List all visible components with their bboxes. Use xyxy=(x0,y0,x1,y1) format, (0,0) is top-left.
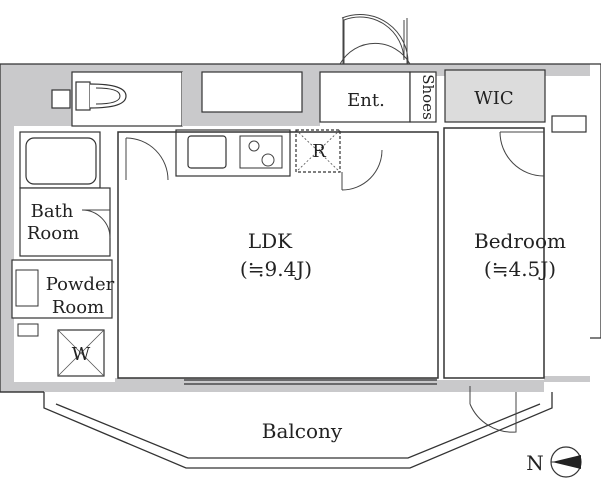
wic-label: WIC xyxy=(474,88,513,109)
powder-label-line2: Room xyxy=(52,297,104,318)
stove-icon xyxy=(239,135,283,169)
ent-label: Ent. xyxy=(347,90,385,111)
bedroom-area-label: (≒4.5J) xyxy=(484,257,556,281)
compass-north-label: N xyxy=(526,451,544,475)
ldk-area-label: (≒9.4J) xyxy=(240,257,312,281)
balcony-outline xyxy=(43,392,553,469)
ldk-label: LDK xyxy=(248,229,293,253)
refrigerator-box xyxy=(295,129,341,173)
toilet-icon xyxy=(75,81,127,111)
bedroom-label: Bedroom xyxy=(474,229,566,253)
wall-unit xyxy=(551,115,587,133)
compass-icon xyxy=(550,446,582,478)
shoes-label: Shoes xyxy=(419,74,437,120)
powder-label-line1: Powder xyxy=(46,274,115,295)
counter-box xyxy=(201,71,303,113)
washer-label: W xyxy=(72,344,91,365)
shoes-cabinet xyxy=(409,71,437,123)
bath-label-line1: Bath xyxy=(31,201,74,222)
refrigerator-label: R xyxy=(312,141,326,162)
kitchen-sink-icon xyxy=(187,135,227,169)
bath-label-line2: Room xyxy=(27,223,79,244)
sink-box xyxy=(51,89,71,109)
balcony-label: Balcony xyxy=(262,419,343,443)
bath-room-box xyxy=(19,187,111,257)
ldk-room xyxy=(117,131,439,379)
bathtub-icon xyxy=(25,137,97,185)
bedroom-room xyxy=(443,127,545,379)
entrance-door-swing xyxy=(339,16,411,65)
wic-area xyxy=(444,69,546,123)
vanity-icon xyxy=(15,269,39,307)
